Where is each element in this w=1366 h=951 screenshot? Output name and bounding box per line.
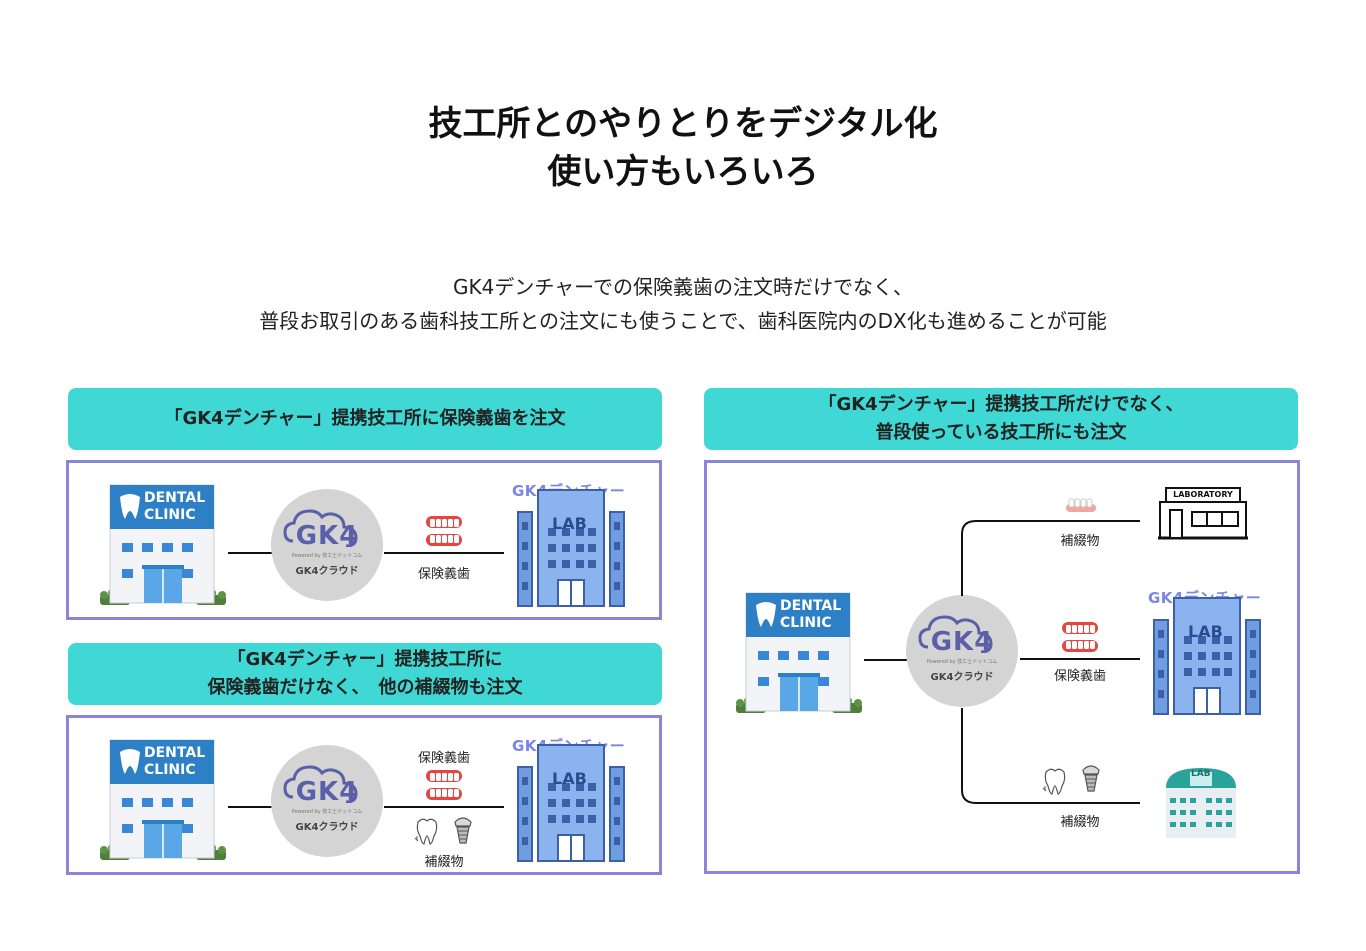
lab-building-icon — [516, 488, 626, 608]
connector-line — [864, 659, 908, 661]
dental-crown-icon — [1066, 498, 1096, 512]
clinic-sign-line2: CLINIC — [144, 507, 196, 523]
lab-building-icon — [516, 743, 626, 863]
clinic-sign: DENTAL CLINIC — [144, 490, 205, 524]
cloud-icon — [283, 507, 373, 547]
lab-sign: LAB — [552, 514, 587, 533]
implant-icon — [452, 814, 474, 846]
gk4-cloud-icon: GK4 Powered by 技工士ドットコム GK4クラウド — [906, 595, 1018, 707]
panel2-banner-line1: 「GK4デンチャー」提携技工所に — [227, 649, 503, 670]
clinic-sign-line1: DENTAL — [144, 745, 206, 761]
clinic-sign: DENTAL CLINIC — [144, 745, 205, 779]
branch-top-label: 補綴物 — [1060, 534, 1100, 549]
connector-line — [228, 806, 272, 808]
small-lab-building-icon — [1166, 768, 1236, 838]
denture-icon — [1060, 620, 1100, 654]
title-line-1: 技工所とのやりとりをデジタル化 — [428, 104, 938, 144]
tooth-icon — [414, 816, 440, 846]
panel3-banner-line1: 「GK4デンチャー」提携技工所だけでなく、 — [818, 394, 1184, 415]
branch-bottom-label: 補綴物 — [1060, 815, 1100, 830]
panel1-banner-text: 「GK4デンチャー」提携技工所に保険義歯を注文 — [164, 408, 566, 429]
description-line-1: GK4デンチャーでの保険義歯の注文時だけでなく、 — [453, 275, 913, 299]
clinic-sign-line1: DENTAL — [780, 598, 842, 614]
cloud-powered: Powered by 技工士ドットコム — [291, 809, 363, 815]
clinic-sign: DENTAL CLINIC — [780, 598, 841, 632]
panel3-banner: 「GK4デンチャー」提携技工所だけでなく、 普段使っている技工所にも注文 — [704, 388, 1298, 450]
clinic-sign-line2: CLINIC — [144, 762, 196, 778]
item-label-bottom: 補綴物 — [424, 855, 464, 870]
small-lab-sign: LAB — [1191, 769, 1211, 779]
panel1-banner: 「GK4デンチャー」提携技工所に保険義歯を注文 — [68, 388, 662, 450]
laboratory-sign: LABORATORY — [1173, 490, 1233, 499]
laboratory-building-icon — [1158, 487, 1248, 540]
cloud-powered: Powered by 技工士ドットコム — [291, 553, 363, 559]
page-title: 技工所とのやりとりをデジタル化 使い方もいろいろ — [0, 100, 1366, 196]
lab-sign: LAB — [1188, 622, 1223, 641]
denture-icon — [424, 514, 464, 548]
connector-line — [228, 552, 272, 554]
lab-building-icon — [1152, 596, 1262, 716]
item-label: 保険義歯 — [417, 567, 470, 582]
connector-line — [384, 552, 504, 554]
title-line-2: 使い方もいろいろ — [547, 152, 819, 192]
cloud-caption: GK4クラウド — [930, 672, 994, 683]
clinic-sign-line1: DENTAL — [144, 490, 206, 506]
gk4-cloud-icon: GK4 Powered by 技工士ドットコム GK4クラウド — [271, 489, 383, 601]
item-label-top: 保険義歯 — [417, 751, 470, 766]
implant-icon — [1080, 762, 1102, 794]
clinic-sign-line2: CLINIC — [780, 615, 832, 631]
lab-sign: LAB — [552, 769, 587, 788]
cloud-powered: Powered by 技工士ドットコム — [926, 659, 998, 665]
branch-connectors — [961, 520, 1140, 804]
cloud-icon — [283, 763, 373, 803]
panel3-banner-line2: 普段使っている技工所にも注文 — [875, 422, 1127, 443]
tooth-icon — [1042, 766, 1068, 796]
branch-mid-label: 保険義歯 — [1053, 669, 1106, 684]
panel2-banner-line2: 保険義歯だけなく、 他の補綴物も注文 — [207, 677, 523, 698]
cloud-caption: GK4クラウド — [295, 566, 359, 577]
description: GK4デンチャーでの保険義歯の注文時だけでなく、 普段お取引のある歯科技工所との… — [0, 270, 1366, 338]
cloud-caption: GK4クラウド — [295, 822, 359, 833]
description-line-2: 普段お取引のある歯科技工所との注文にも使うことで、歯科医院内のDX化も進めること… — [259, 309, 1107, 333]
connector-line — [384, 806, 504, 808]
gk4-cloud-icon: GK4 Powered by 技工士ドットコム GK4クラウド — [271, 745, 383, 857]
panel2-banner: 「GK4デンチャー」提携技工所に 保険義歯だけなく、 他の補綴物も注文 — [68, 643, 662, 705]
denture-icon — [424, 768, 464, 802]
